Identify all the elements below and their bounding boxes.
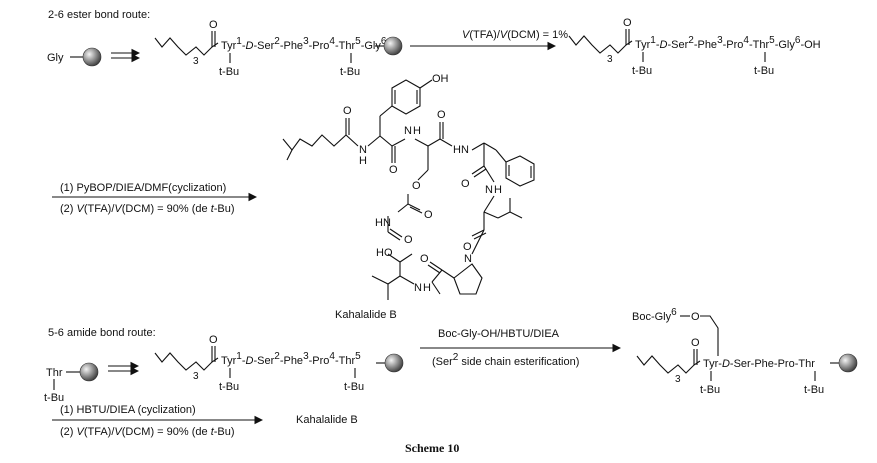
route2-start-label: Thr <box>46 367 63 379</box>
svg-text:O: O <box>389 164 398 176</box>
route2-boc-gly: Boc-Gly6 <box>632 307 677 323</box>
acyl-chain-3: O 3 <box>154 334 219 382</box>
route1-step2-line1: (1) PyBOP/DIEA/DMF(cyclization) <box>60 182 226 194</box>
route1-step1-reagent: V(TFA)/V(DCM) = 1% <box>462 29 568 41</box>
resin-bead-icon <box>384 353 404 373</box>
route1-product-name: Kahalalide B <box>335 309 397 321</box>
resin-bead-icon <box>82 47 102 67</box>
tbu-label: t-Bu <box>804 384 824 396</box>
svg-text:O: O <box>404 234 413 246</box>
svg-text:O: O <box>420 253 429 265</box>
tbu-label: t-Bu <box>219 381 239 393</box>
scheme-caption: Scheme 10 <box>405 441 459 455</box>
svg-text:3: 3 <box>607 54 613 65</box>
svg-text:N: N <box>414 282 422 294</box>
svg-text:O: O <box>623 17 632 29</box>
acyl-chain-1: O 3 <box>154 19 219 67</box>
route1-title: 2-6 ester bond route: <box>48 9 150 21</box>
svg-text:O: O <box>691 337 700 349</box>
route2-step1-line2: (Ser2 side chain esterification) <box>432 352 579 368</box>
svg-text:O: O <box>412 180 421 192</box>
svg-text:N: N <box>464 253 472 265</box>
route2-step1-line1: Boc-Gly-OH/HBTU/DIEA <box>438 328 560 340</box>
svg-text:N: N <box>485 184 493 196</box>
tbu-label: t-Bu <box>344 381 364 393</box>
svg-text:N: N <box>359 144 367 156</box>
svg-text:H: H <box>423 282 431 294</box>
tbu-label: t-Bu <box>340 66 360 78</box>
svg-text:H: H <box>359 155 367 167</box>
tbu-label: t-Bu <box>754 65 774 77</box>
ser-side-chain <box>700 315 719 356</box>
resin-bead-icon <box>838 353 858 373</box>
tbu-label: t-Bu <box>632 65 652 77</box>
resin-bead-icon <box>79 362 99 382</box>
resin-bead-icon <box>383 36 403 56</box>
kahalalide-b-structure: O N H OH O N H O O HN <box>282 73 535 300</box>
svg-text:O: O <box>424 209 433 221</box>
route1-start-label: Gly <box>47 52 64 64</box>
svg-text:H: H <box>413 125 421 137</box>
svg-text:O: O <box>437 109 446 121</box>
acyl-chain-2: O 3 <box>568 17 633 65</box>
svg-text:3: 3 <box>675 374 681 385</box>
route2-step2-line2: (2) V(TFA)/V(DCM) = 90% (de t-Bu) <box>60 426 235 438</box>
svg-text:O: O <box>463 241 472 253</box>
svg-text:OH: OH <box>432 73 449 85</box>
tbu-label: t-Bu <box>700 384 720 396</box>
svg-text:HN: HN <box>453 144 469 156</box>
svg-text:O: O <box>209 334 218 346</box>
ester-oxygen: O <box>691 311 700 323</box>
route2-peptide-chain: Tyr1-D-Ser2-Phe3-Pro4-Thr5 <box>221 351 361 367</box>
svg-text:N: N <box>404 125 412 137</box>
route2-title: 5-6 amide bond route: <box>48 327 156 339</box>
svg-text:O: O <box>209 19 218 31</box>
route2-step2-line1: (1) HBTU/DIEA (cyclization) <box>60 404 196 416</box>
route1-step2-line2: (2) V(TFA)/V(DCM) = 90% (de t-Bu) <box>60 203 235 215</box>
svg-text:3: 3 <box>193 56 199 67</box>
svg-text:3: 3 <box>193 371 199 382</box>
svg-text:O: O <box>461 178 470 190</box>
svg-text:HN: HN <box>375 217 391 229</box>
route1-peptide-chain: Tyr1-D-Ser2-Phe3-Pro4-Thr5-Gly6 <box>221 36 387 52</box>
route1-product-chain: Tyr1-D-Ser2-Phe3-Pro4-Thr5-Gly6-OH <box>635 35 821 51</box>
svg-text:O: O <box>343 105 352 117</box>
svg-text:HO: HO <box>376 247 393 259</box>
svg-text:H: H <box>494 184 502 196</box>
route2-product-chain: Tyr-D-Ser-Phe-Pro-Thr <box>703 358 815 370</box>
route2-product-name: Kahalalide B <box>296 414 358 426</box>
tbu-label: t-Bu <box>44 392 64 404</box>
acyl-chain-4: O 3 <box>636 337 701 385</box>
tbu-label: t-Bu <box>219 66 239 78</box>
